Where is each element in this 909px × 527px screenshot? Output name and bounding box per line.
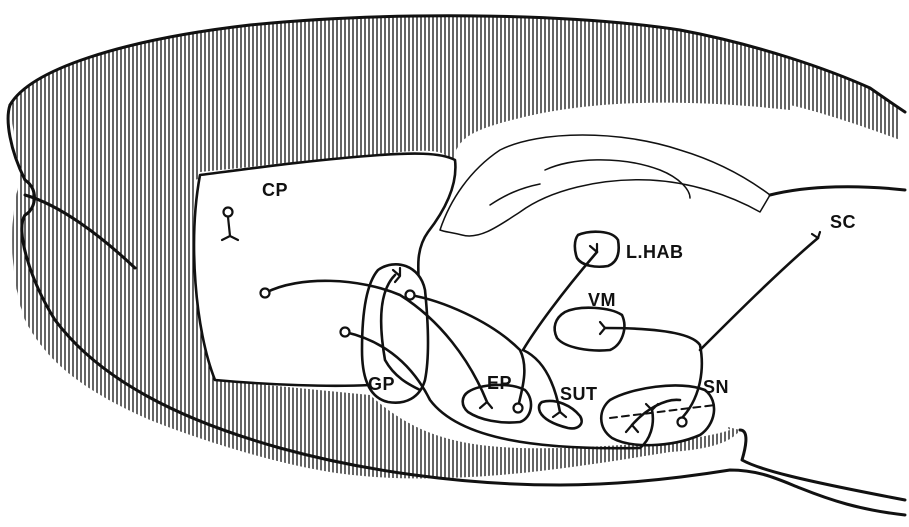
label-cp: CP xyxy=(262,180,288,200)
label-lhab: L.HAB xyxy=(626,242,684,262)
label-sn: SN xyxy=(703,377,729,397)
label-vm: VM xyxy=(588,290,616,310)
label-sut: SUT xyxy=(560,384,598,404)
brainstem-outline xyxy=(740,430,905,500)
dorsal-midbrain-outline xyxy=(770,187,905,195)
fornix-line xyxy=(490,184,540,205)
label-ep: EP xyxy=(487,373,512,393)
hippocampus-inner xyxy=(545,160,690,198)
label-gp: GP xyxy=(368,374,395,394)
corpus-callosum xyxy=(440,135,770,236)
label-sc: SC xyxy=(830,212,856,232)
